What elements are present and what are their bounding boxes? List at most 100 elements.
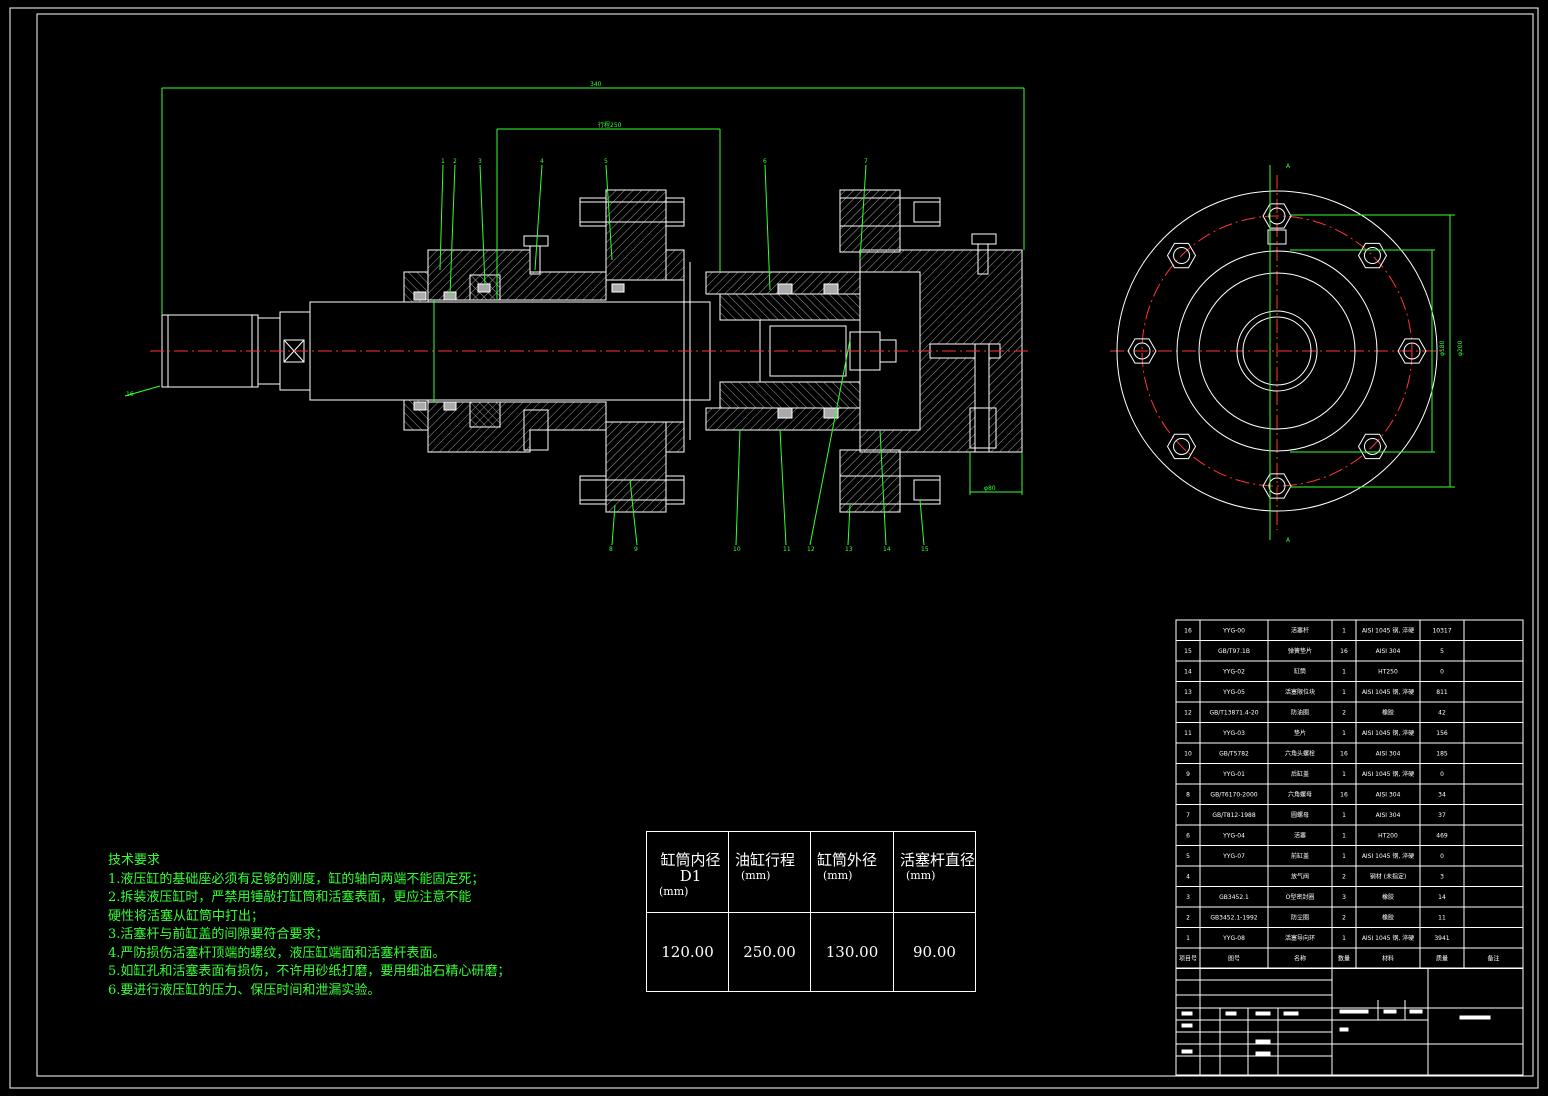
spec-value-rod: 90.00 xyxy=(913,943,956,961)
bom-cell: YYG-01 xyxy=(1222,771,1245,778)
part-balloon-label: 11 xyxy=(783,546,791,553)
bom-cell: 11 xyxy=(1184,730,1192,737)
bom-cell: GB/T5782 xyxy=(1219,750,1249,757)
bom-cell: AISI 304 xyxy=(1376,791,1401,798)
part-balloon-label: 14 xyxy=(883,546,891,553)
bom-cell: 橡胶 xyxy=(1382,913,1394,921)
bom-cell: 185 xyxy=(1436,750,1448,757)
bom-cell: 16 xyxy=(1340,648,1348,655)
end-view xyxy=(1116,190,1438,512)
bom-cell: 10317 xyxy=(1432,627,1451,634)
part-balloon-label: 12 xyxy=(807,546,815,553)
bom-cell: 前缸盖 xyxy=(1291,852,1309,860)
bom-cell: 3 xyxy=(1342,894,1346,901)
bom-cell: 圆螺母 xyxy=(1291,811,1309,819)
inner-frame xyxy=(36,13,1534,1077)
bom-cell: 2 xyxy=(1342,873,1346,880)
bom-cell: 15 xyxy=(1184,648,1192,655)
bom-cell: 钢材 (未指定) xyxy=(1370,872,1407,880)
bom-cell: YYG-08 xyxy=(1222,935,1245,942)
bom-cell: 1 xyxy=(1342,689,1346,696)
bom-cell: GB/T97.1B xyxy=(1218,648,1250,655)
bom-cell: 后缸盖 xyxy=(1291,770,1309,778)
part-balloon-label: 8 xyxy=(609,546,613,553)
end-width-dim: φ80 xyxy=(984,485,996,492)
tech-title: 技术要求 xyxy=(108,853,161,868)
bom-cell: 1 xyxy=(1342,771,1346,778)
bom-cell: YYG-00 xyxy=(1222,627,1245,634)
bolt-head-icon xyxy=(1357,242,1388,269)
bom-cell: 34 xyxy=(1438,791,1446,798)
title-block xyxy=(1176,967,1523,1075)
bom-cell: 1 xyxy=(1186,935,1190,942)
flange-d2-dim: φ200 xyxy=(1457,340,1464,356)
bom-cell: HT200 xyxy=(1378,832,1398,839)
bom-cell: 5 xyxy=(1440,648,1444,655)
bolt-head-icon xyxy=(1127,338,1157,364)
bom-cell: 活塞限位块 xyxy=(1285,688,1315,696)
bolt-hole xyxy=(1173,437,1191,455)
bom-cell: AISI 1045 钢, 淬硬 xyxy=(1362,729,1414,737)
bom-cell: 14 xyxy=(1438,894,1446,901)
bolt-head-icon xyxy=(1262,473,1292,499)
bom-cell: 16 xyxy=(1340,791,1348,798)
spec-header-outer: 缸筒外径(mm) xyxy=(811,832,894,913)
bom-cell: 9 xyxy=(1186,771,1190,778)
part-balloon-label: 7 xyxy=(864,158,868,165)
bom-cell: 13 xyxy=(1184,689,1192,696)
bom-cell: 3941 xyxy=(1434,935,1449,942)
bom-cell: 橡胶 xyxy=(1382,893,1394,901)
part-balloon-label: 4 xyxy=(540,158,544,165)
bom-cell: GB3452.1 xyxy=(1219,894,1249,901)
bom-cell: AISI 304 xyxy=(1376,750,1401,757)
tech-item: 6.要进行液压缸的压力、保压时间和泄漏实验。 xyxy=(108,982,381,998)
bom-cell: 5 xyxy=(1186,853,1190,860)
bom-cell: GB/T812-1988 xyxy=(1212,812,1256,819)
bom-cell: 16 xyxy=(1184,627,1192,634)
bom-cell: 防油圈 xyxy=(1291,708,1309,716)
part-balloon-label: 1 xyxy=(441,158,445,165)
bom-cell: YYG-03 xyxy=(1222,730,1245,737)
bom-cell: 活塞杆 xyxy=(1291,626,1309,634)
bom-cell: GB/T6170-2000 xyxy=(1210,791,1257,798)
stroke-dim: 行程250 xyxy=(598,121,622,129)
bom-cell: 2 xyxy=(1186,914,1190,921)
tech-item: 1.液压缸的基础座必须有足够的刚度，缸的轴向两端不能固定死； xyxy=(108,871,485,887)
bom-cell: 1 xyxy=(1342,627,1346,634)
bom-cell: AISI 1045 钢, 淬硬 xyxy=(1362,626,1414,634)
technical-requirements: 技术要求 1.液压缸的基础座必须有足够的刚度，缸的轴向两端不能固定死； 2.拆装… xyxy=(108,852,510,1000)
bom-header-cell: 图号 xyxy=(1228,955,1240,962)
bom-cell: 弹簧垫片 xyxy=(1288,647,1312,655)
bom-cell: O型密封圈 xyxy=(1286,893,1315,901)
bom-cell: 垫片 xyxy=(1294,729,1306,737)
bom-cell: 3 xyxy=(1186,894,1190,901)
bom-cell: AISI 1045 钢, 淬硬 xyxy=(1362,852,1414,860)
bolt-hole xyxy=(1363,437,1381,455)
bom-cell: YYG-02 xyxy=(1222,668,1245,675)
bom-cell: GB3452.1-1992 xyxy=(1210,914,1257,921)
flange-d1-dim: φ180 xyxy=(1439,340,1446,356)
bom-cell: 六角螺母 xyxy=(1288,790,1312,798)
bolt-head-icon xyxy=(1397,338,1427,364)
bom-cell: 0 xyxy=(1440,771,1444,778)
bolt-hole xyxy=(1403,342,1421,360)
bom-cell: AISI 1045 钢, 淬硬 xyxy=(1362,770,1414,778)
tech-item: 3.活塞杆与前缸盖的间隙要符合要求； xyxy=(108,927,329,942)
bom-cell: 7 xyxy=(1186,812,1190,819)
bolt-head-icon xyxy=(1166,433,1197,460)
spec-header-rod: 活塞杆直径(mm) xyxy=(894,832,975,913)
bom-cell: YYG-04 xyxy=(1222,832,1245,839)
bom-cell: 12 xyxy=(1184,709,1192,716)
spec-header-stroke: 油缸行程(mm) xyxy=(729,832,811,913)
bom-cell: 六角头螺栓 xyxy=(1285,749,1315,757)
part-balloon-label: 13 xyxy=(845,546,853,553)
spec-header-bore: 缸筒内径D1(mm) xyxy=(647,832,729,913)
bom-cell: 14 xyxy=(1184,668,1192,675)
bom-header-cell: 名称 xyxy=(1294,954,1306,962)
bom-cell: 0 xyxy=(1440,668,1444,675)
bom-cell: 2 xyxy=(1342,914,1346,921)
part-balloon-label: 3 xyxy=(478,158,482,165)
bom-cell: 1 xyxy=(1342,853,1346,860)
